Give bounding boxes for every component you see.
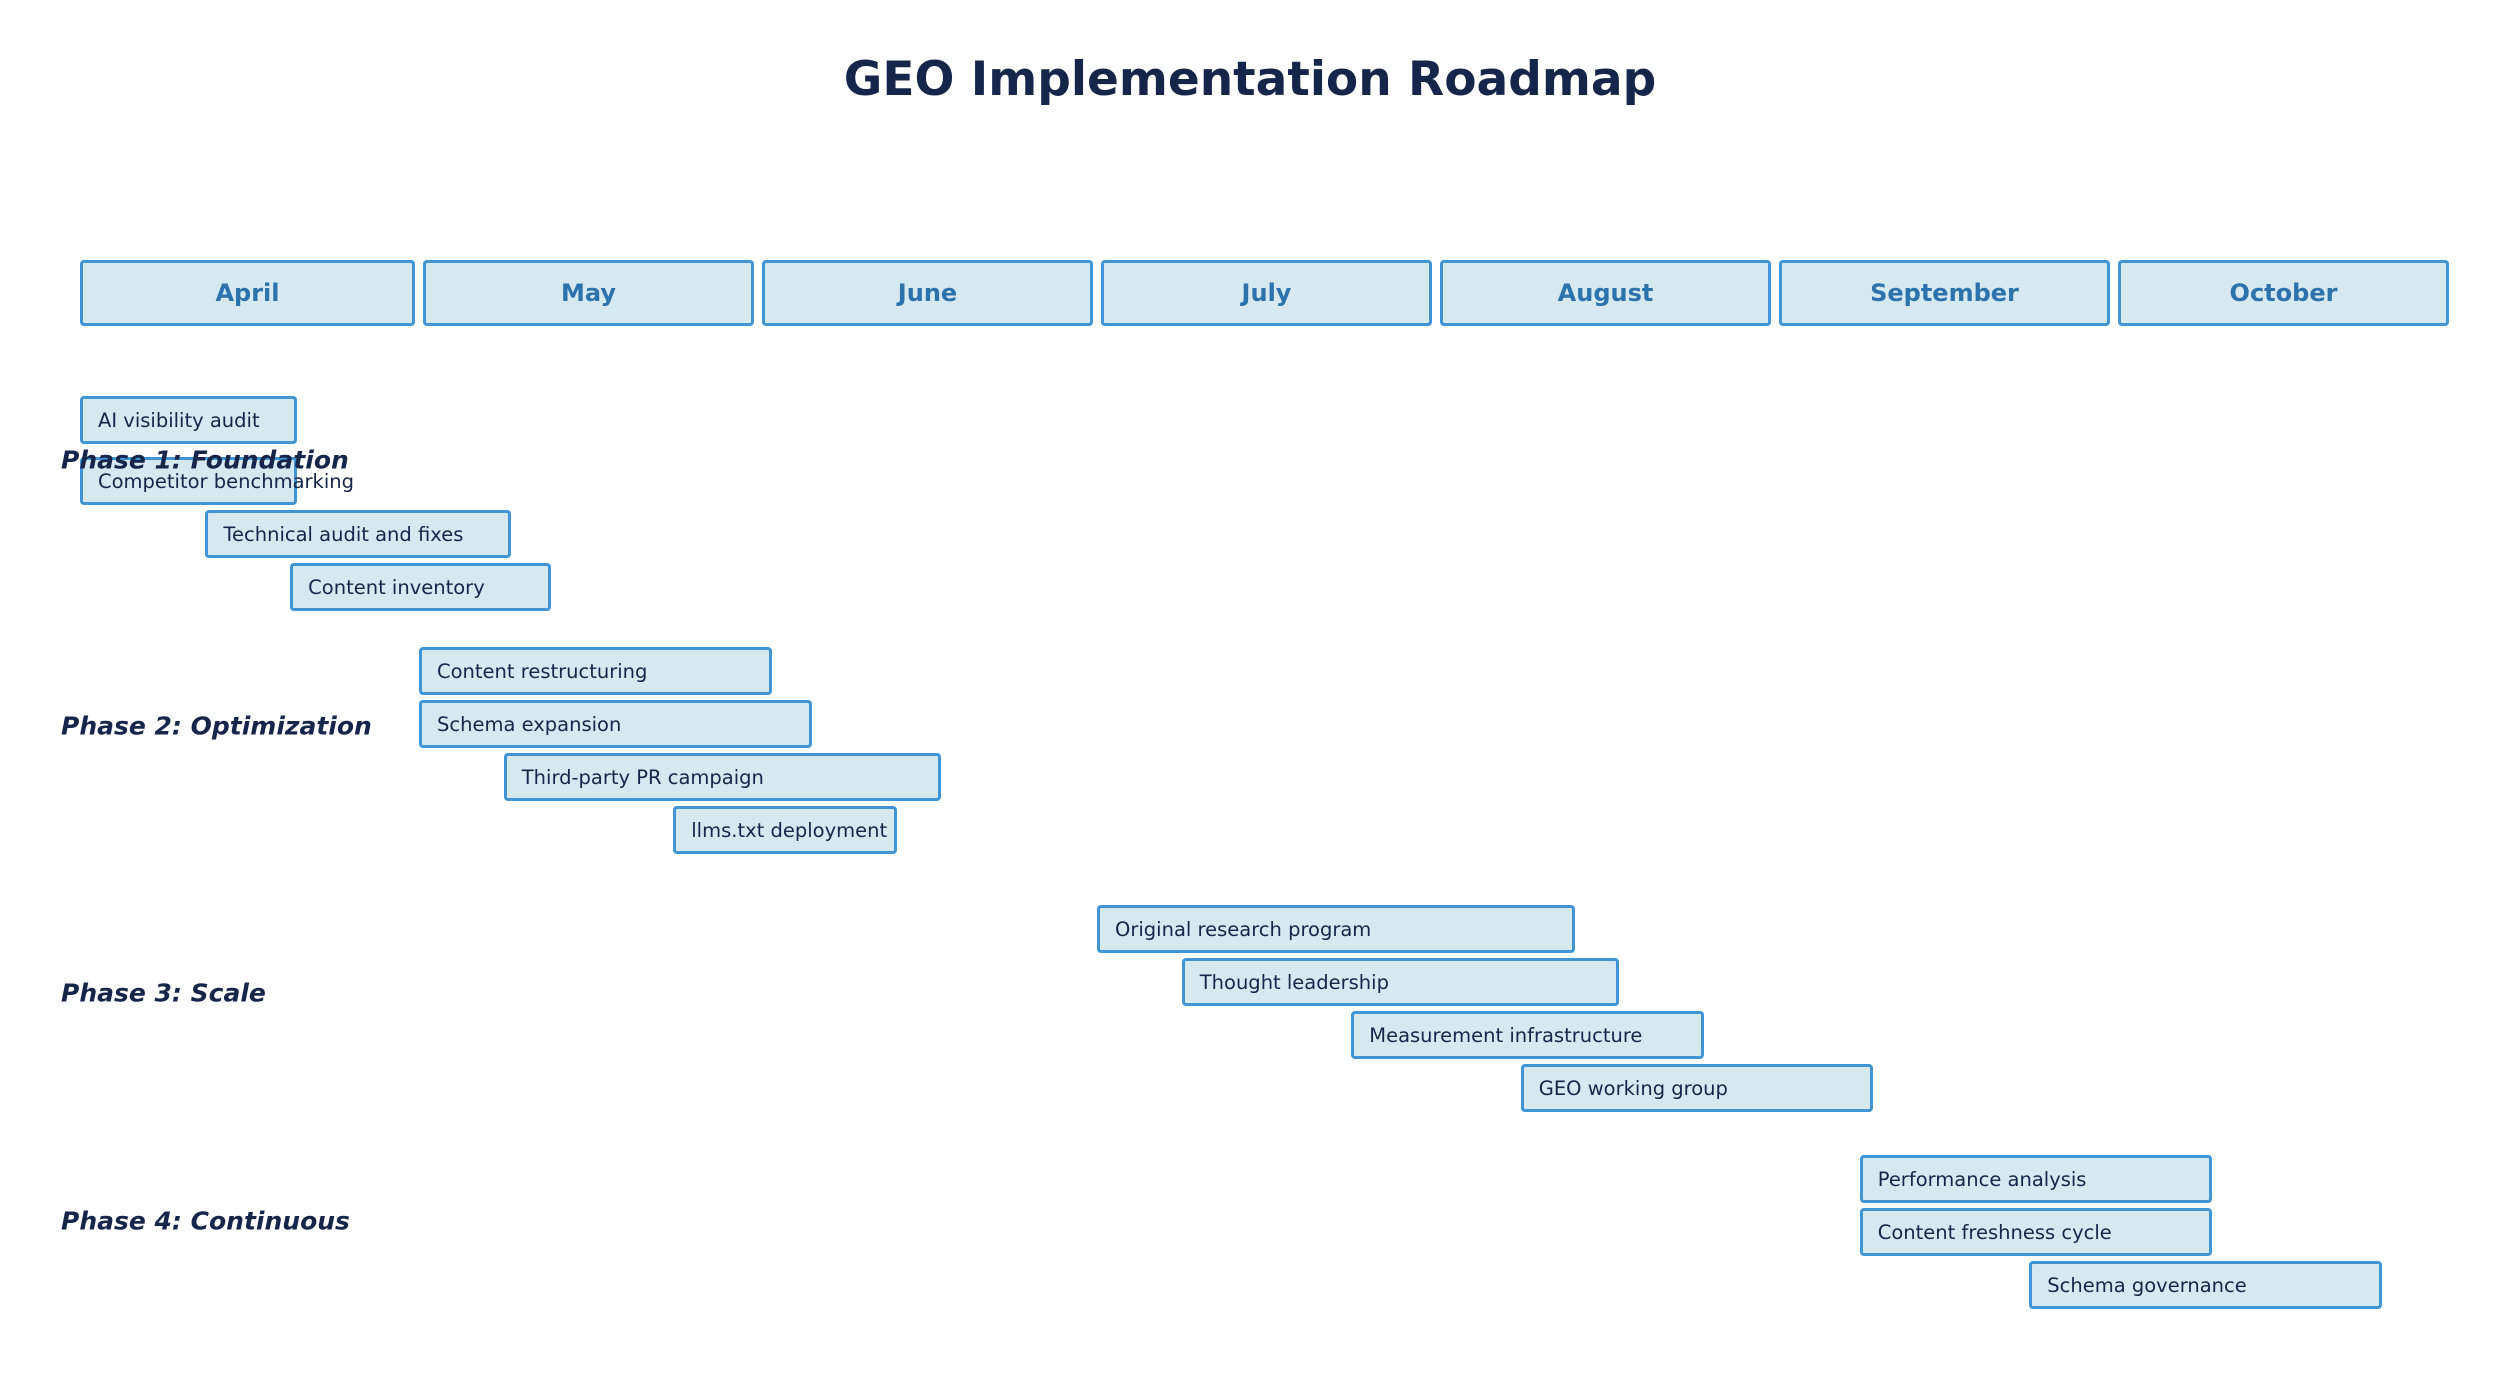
month-header-august: August (1440, 260, 1771, 326)
month-header-june: June (762, 260, 1093, 326)
task-bar: Content restructuring (419, 647, 772, 695)
task-bar: Content freshness cycle (1859, 1208, 2213, 1256)
task-bar: llms.txt deployment (673, 806, 897, 854)
task-bar: Performance analysis (1859, 1155, 2213, 1203)
task-bar: Schema expansion (419, 700, 813, 748)
task-bar: Competitor benchmarking (80, 457, 354, 505)
task-bar: Third-party PR campaign (503, 753, 942, 801)
month-header-july: July (1101, 260, 1432, 326)
month-header-may: May (423, 260, 754, 326)
phase-label: Phase 4: Continuous (61, 1206, 350, 1236)
task-bar: Technical audit and fixes (205, 510, 511, 558)
phase-label: Phase 3: Scale (61, 978, 266, 1008)
month-header-october: October (2118, 260, 2449, 326)
task-bar: Measurement infrastructure (1351, 1011, 1704, 1059)
task-bar: Original research program (1097, 905, 1575, 953)
task-bar: AI visibility audit (80, 396, 297, 444)
phase-label: Phase 1: Foundation (61, 445, 349, 475)
month-header-april: April (80, 260, 415, 326)
task-bar: Content inventory (290, 563, 552, 611)
task-bar: GEO working group (1520, 1064, 1874, 1112)
task-bar: Schema governance (2029, 1261, 2382, 1309)
phase-label: Phase 2: Optimization (61, 711, 372, 741)
month-header-september: September (1779, 260, 2110, 326)
task-bar: Thought leadership (1181, 958, 1620, 1006)
chart-title: GEO Implementation Roadmap (843, 52, 1657, 107)
